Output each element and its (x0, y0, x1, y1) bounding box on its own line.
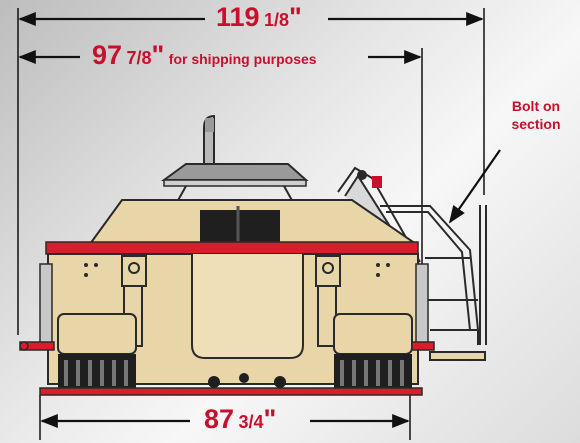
overall-width-unit: " (289, 2, 302, 32)
shipping-width-label: 97 7/8" for shipping purposes (92, 42, 317, 69)
shipping-width-fraction: 7/8 (126, 48, 152, 68)
right-roller-assembly (315, 255, 435, 390)
base-width-label: 87 3/4" (204, 406, 276, 433)
frame-rail (45, 241, 419, 255)
left-roller-assembly (19, 255, 147, 390)
base-width-unit: " (263, 404, 277, 434)
bolt-on-callout-line2: section (511, 115, 561, 132)
shipping-width-note: for shipping purposes (168, 51, 317, 67)
base-width-whole: 87 (204, 404, 235, 434)
callout-leader (448, 149, 501, 224)
extension-lines (17, 8, 485, 440)
overall-width-whole: 119 (216, 2, 260, 32)
shipping-width-unit: " (151, 40, 165, 70)
bolt-on-callout: Bolt on section (500, 98, 572, 133)
bolt-on-callout-line1: Bolt on (511, 98, 561, 114)
overall-width-label: 119 1/8" (216, 4, 302, 31)
shipping-width-whole: 97 (92, 40, 123, 70)
bottom-skid (39, 387, 423, 396)
operator-seat (160, 163, 309, 205)
exhaust-stack (203, 114, 215, 168)
overall-width-fraction: 1/8 (264, 10, 290, 30)
base-width-fraction: 3/4 (238, 412, 264, 432)
